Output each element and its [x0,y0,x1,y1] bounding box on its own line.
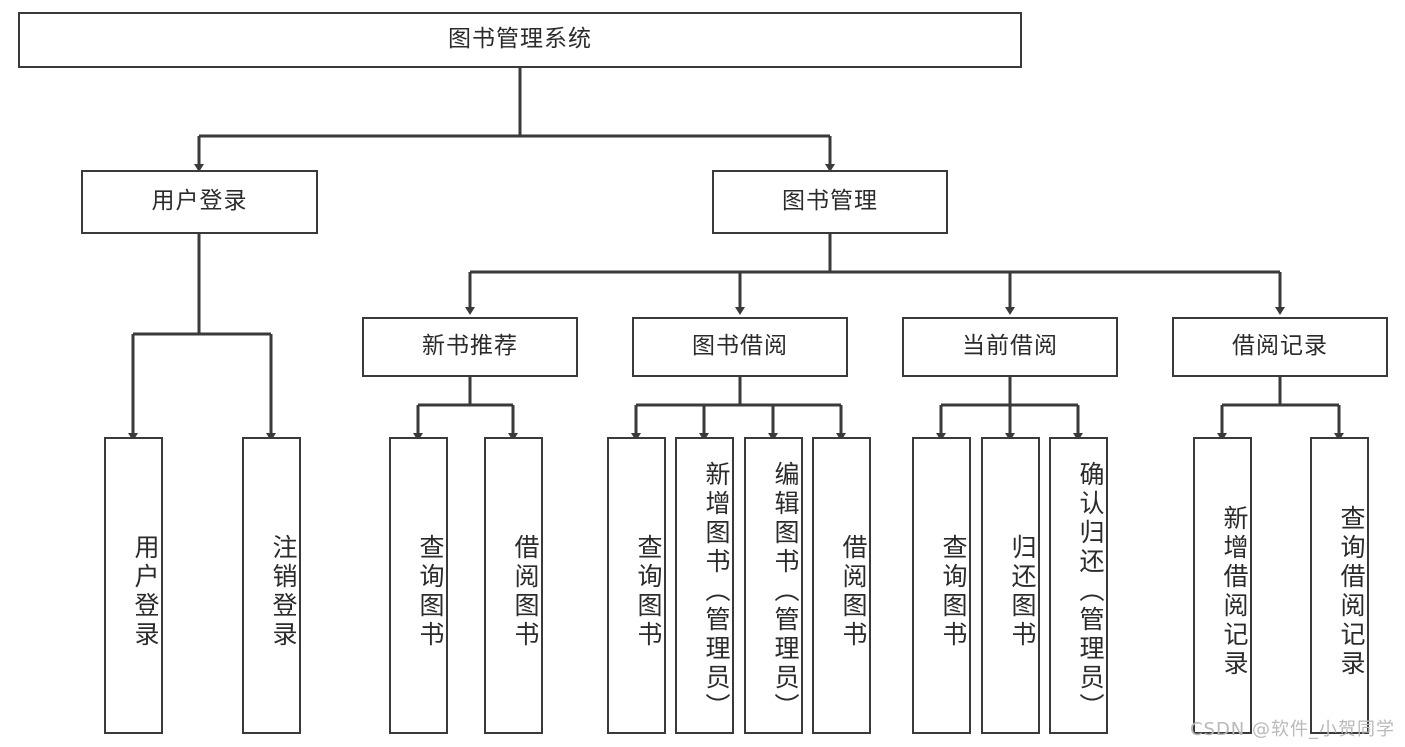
leaf-user-login-logout[interactable]: 注销登录 [242,437,301,734]
leaf-label: 编辑图书（管理员） [771,461,800,722]
leaf-label: 查询图书 [939,533,968,650]
leaf-new-book-query[interactable]: 查询图书 [389,437,448,734]
leaf-book-borrow-add[interactable]: 新增图书（管理员） [675,437,734,734]
node-book-borrow-label: 图书借阅 [692,333,788,360]
leaf-label: 查询借阅记录 [1337,504,1366,679]
leaf-book-borrow-query[interactable]: 查询图书 [607,437,666,734]
node-root[interactable]: 图书管理系统 [18,12,1022,68]
leaf-borrow-record-add[interactable]: 新增借阅记录 [1193,437,1252,734]
node-current-borrow-label: 当前借阅 [962,333,1058,360]
leaf-current-borrow-confirm[interactable]: 确认归还（管理员） [1049,437,1108,734]
leaf-label: 用户登录 [131,533,160,650]
leaf-book-borrow-edit[interactable]: 编辑图书（管理员） [744,437,803,734]
leaf-label: 查询图书 [416,533,445,650]
leaf-label: 借阅图书 [511,533,540,650]
leaf-label: 查询图书 [634,533,663,650]
node-new-book-recommend-label: 新书推荐 [422,333,518,360]
leaf-label: 注销登录 [269,533,298,650]
leaf-label: 新增借阅记录 [1220,504,1249,679]
node-book-manage[interactable]: 图书管理 [712,170,948,234]
node-book-manage-label: 图书管理 [782,188,878,215]
node-user-login-label: 用户登录 [151,188,248,215]
leaf-user-login-login[interactable]: 用户登录 [104,437,163,734]
leaf-new-book-borrow[interactable]: 借阅图书 [484,437,543,734]
node-current-borrow[interactable]: 当前借阅 [902,317,1118,377]
node-user-login[interactable]: 用户登录 [81,170,318,234]
node-borrow-record-label: 借阅记录 [1232,333,1328,360]
node-book-borrow[interactable]: 图书借阅 [632,317,848,377]
leaf-label: 新增图书（管理员） [702,461,731,722]
node-borrow-record[interactable]: 借阅记录 [1172,317,1388,377]
leaf-label: 借阅图书 [839,533,868,650]
leaf-borrow-record-query[interactable]: 查询借阅记录 [1310,437,1369,734]
leaf-label: 确认归还（管理员） [1076,461,1105,722]
node-new-book-recommend[interactable]: 新书推荐 [362,317,578,377]
node-root-label: 图书管理系统 [448,26,592,53]
leaf-current-borrow-return[interactable]: 归还图书 [981,437,1040,734]
leaf-current-borrow-query[interactable]: 查询图书 [912,437,971,734]
leaf-book-borrow-borrow[interactable]: 借阅图书 [812,437,871,734]
leaf-label: 归还图书 [1008,533,1037,650]
